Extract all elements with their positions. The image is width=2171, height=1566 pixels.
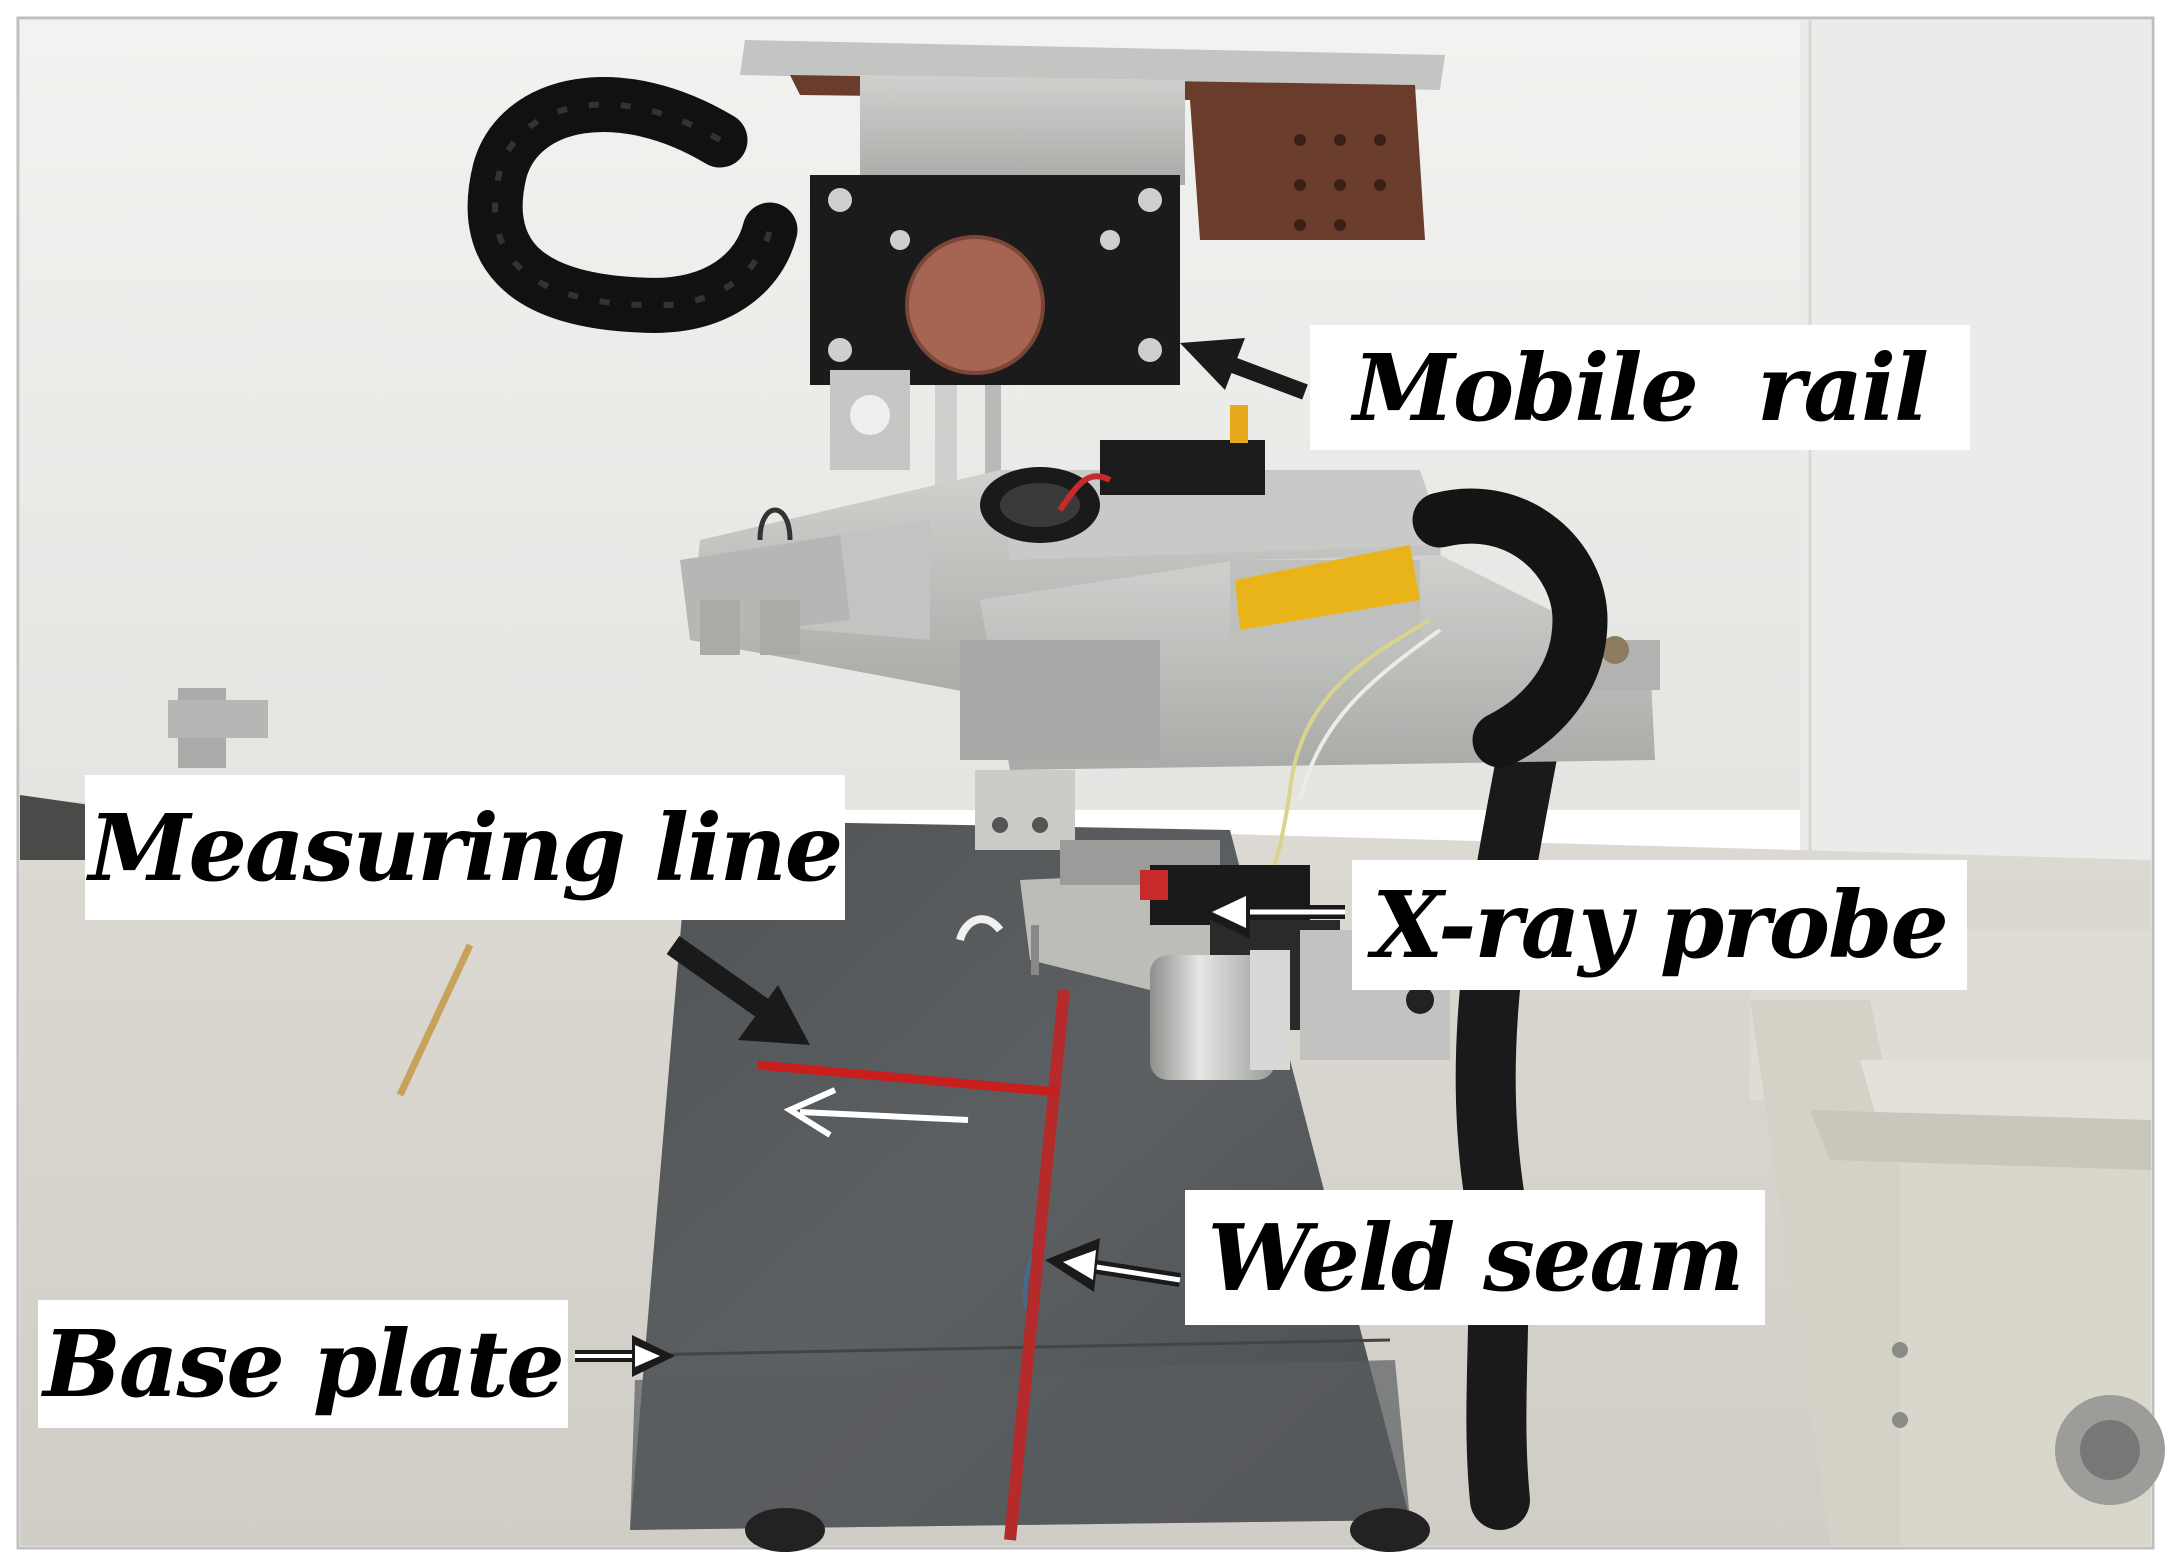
rail-disc <box>907 237 1043 373</box>
probe-cylinder <box>1150 955 1275 1080</box>
lower-column <box>960 640 1160 760</box>
label-measuring-line: Measuring line <box>85 775 845 920</box>
label-base-plate: Base plate <box>38 1300 568 1428</box>
arrow-measuring-line <box>666 936 810 1045</box>
arrow-xray-probe <box>1195 885 1345 939</box>
arrow-mobile-rail <box>1180 338 1308 400</box>
wall-panel <box>1800 20 2151 920</box>
label-mobile-rail: Mobile rail <box>1310 325 1970 450</box>
arrow-weld-seam <box>1045 1238 1182 1292</box>
label-measuring-line-text: Measuring line <box>88 793 844 902</box>
baseboard <box>20 795 90 860</box>
rail-block-top <box>860 75 1185 185</box>
warning-label <box>1235 545 1420 630</box>
measuring-line-mark <box>757 1060 1059 1097</box>
weld-seam-line <box>1004 989 1070 1541</box>
label-weld-seam: Weld seam <box>1185 1190 1765 1325</box>
perforated-board <box>790 75 1425 240</box>
label-mobile-rail-text: Mobile rail <box>1353 333 1929 442</box>
label-xray-probe-text: X-ray probe <box>1372 871 1949 979</box>
label-xray-probe: X-ray probe <box>1352 860 1967 990</box>
arrow-base-plate <box>575 1335 675 1377</box>
label-base-plate-text: Base plate <box>43 1310 565 1418</box>
label-weld-seam-text: Weld seam <box>1207 1203 1745 1312</box>
